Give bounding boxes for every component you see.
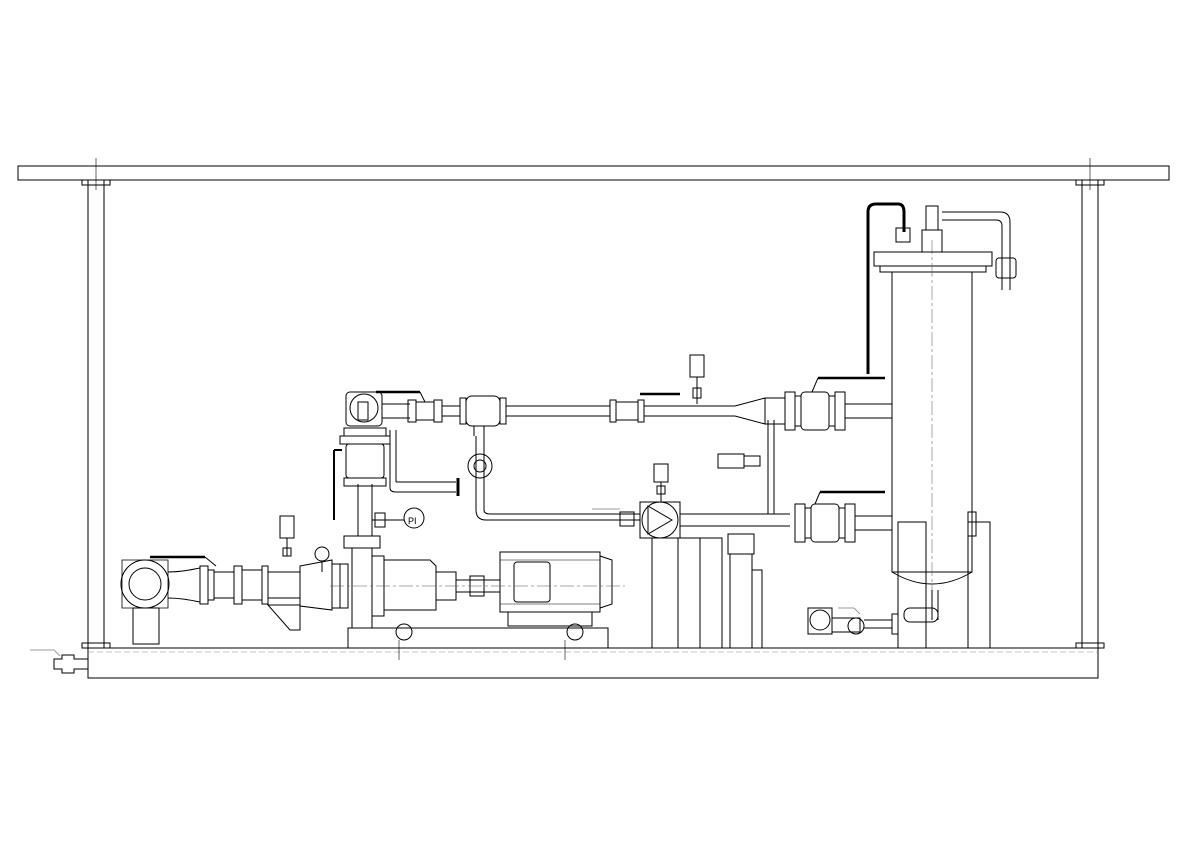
gate-valve-icon — [810, 503, 840, 543]
flow-meter-circle — [467, 453, 493, 479]
gate-valve-icon — [615, 401, 639, 421]
pump-icon — [351, 547, 373, 629]
gate-valve-icon — [415, 401, 435, 421]
bypass-line — [389, 420, 892, 543]
left-column-foot — [81, 642, 111, 649]
drain-valve-circle — [809, 609, 831, 631]
discharge-riser: PI — [333, 391, 425, 536]
support-stands — [651, 533, 763, 649]
suction-valve-body — [213, 571, 235, 599]
base-frame — [87, 647, 1099, 679]
pressure-gauge-icon — [314, 546, 330, 562]
check-valve-icon — [345, 443, 385, 479]
pressure-gauge-icon — [403, 507, 425, 529]
drain-nozzle — [53, 654, 89, 674]
pi-tag: PI — [408, 516, 417, 526]
transmitter-icon — [653, 463, 669, 483]
pump-motor-assembly — [330, 535, 625, 660]
suction-line — [120, 515, 349, 645]
skid-frame — [17, 158, 1170, 679]
vent-line — [866, 202, 906, 374]
transmitter-icon — [279, 515, 295, 539]
gate-valve-icon — [800, 391, 830, 431]
suction-flange-circle — [120, 559, 170, 609]
right-column-foot — [1075, 642, 1105, 649]
filter-vessel-icon — [807, 202, 1017, 649]
pump-baseplate — [347, 627, 609, 649]
right-column — [1081, 179, 1099, 649]
left-column — [87, 179, 105, 649]
top-beam — [17, 165, 1170, 181]
transmitter-icon — [689, 354, 705, 378]
upper-header — [376, 354, 892, 436]
